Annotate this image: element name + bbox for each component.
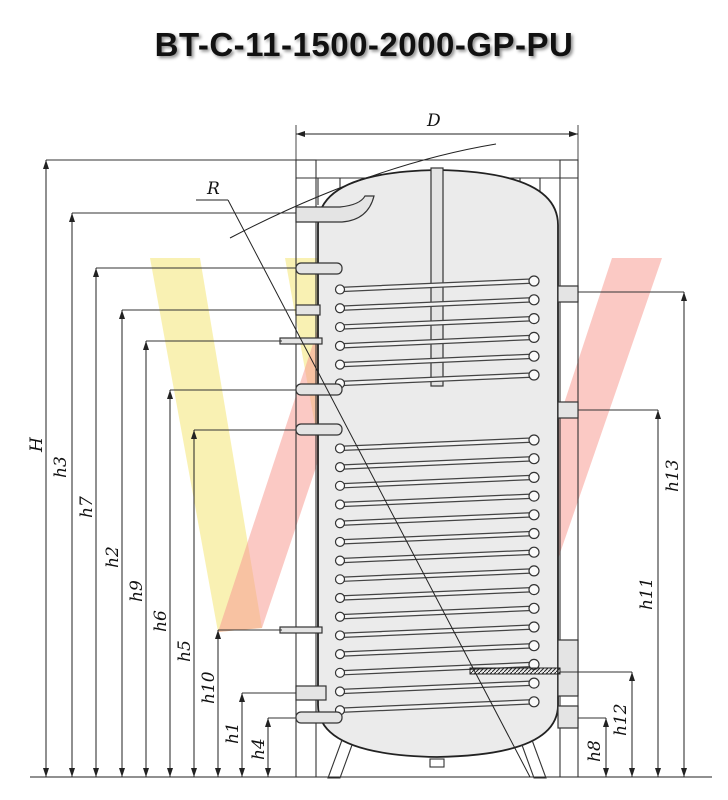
insulation-frame [295,159,579,778]
upper-coil-end [528,313,540,325]
label-h11: h11 [637,577,657,610]
lower-heating-coil [334,434,540,716]
arrow-head [265,718,271,727]
arrow-head [215,630,221,639]
right-height-dimensions [560,291,687,777]
arrow-head [43,768,49,777]
lower-coil-end [334,499,346,510]
label-h2: h2 [103,546,123,568]
lower-coil-end [334,611,346,622]
lower-coil-end [334,630,346,641]
upper-coil-end [528,350,540,362]
label-R: R [206,179,220,199]
left-height-dimensions [43,159,296,777]
lower-coil-end [334,518,346,529]
lower-coil-end [334,480,346,491]
arrow-head [119,768,125,777]
upper-coil-end [334,359,346,370]
upper-coil-end [334,284,346,295]
top-outlet-pipe [295,195,375,223]
lower-coil-end [334,574,346,585]
arrow-head [681,292,687,301]
lower-coil-end [528,434,540,446]
left-connections [279,262,343,724]
arrow-head [603,718,609,727]
arrow-head [43,160,49,169]
arrow-head [167,390,173,399]
lower-coil-end [528,583,540,596]
electric-heater [469,667,561,675]
lower-coil-end [528,696,540,708]
lower-coil-end [334,667,346,678]
label-h3: h3 [51,456,71,478]
right-connections [469,285,579,729]
arrow-head [239,693,245,702]
arrow-head [191,430,197,439]
anode-rod [430,167,444,387]
lower-coil-end [528,677,540,689]
arrow-head [629,768,635,777]
arrow-head [69,768,75,777]
lower-coil-end [334,649,346,660]
lower-coil-end [334,555,346,566]
label-H: H [27,436,47,453]
lower-coil-end [528,527,540,540]
lower-coil-end [528,602,540,614]
arrow-head [215,768,221,777]
label-h8: h8 [585,740,605,762]
tank-legs [327,739,547,779]
lower-coil-end [528,640,540,652]
label-D: D [426,111,441,131]
label-h10: h10 [199,671,219,704]
lower-coil-end [528,471,540,483]
arrow-head [143,768,149,777]
lower-coil-end [334,443,346,454]
lower-coil-end [528,509,540,521]
lower-coil-end [528,621,540,633]
upper-coil-end [528,294,540,306]
arrow-head [119,310,125,319]
lower-coil-end [528,565,540,577]
upper-coil-end [334,321,346,333]
dimension-R [196,143,531,778]
lower-coil-end [334,686,346,697]
label-h12: h12 [611,703,631,736]
dimension-D [295,125,579,160]
label-h6: h6 [151,610,171,632]
arrow-head [143,341,149,350]
arrow-head [681,768,687,777]
arrow-head [93,768,99,777]
upper-coil-end [334,303,346,314]
label-h4: h4 [249,738,269,760]
upper-coil-end [334,340,346,351]
upper-coil-end [528,331,540,343]
arrow-head [191,768,197,777]
arrow-head [265,768,271,777]
arrow-head [69,213,75,222]
label-h7: h7 [77,496,97,518]
lower-coil-end [528,453,540,465]
label-h5: h5 [175,640,195,662]
lower-coil-end [334,462,346,473]
upper-coil-end [528,369,540,381]
lower-coil-end [528,546,540,558]
arrow-head [167,768,173,777]
arrow-head [93,268,99,277]
label-h9: h9 [127,580,147,602]
arrow-head [603,768,609,777]
arrow-head [655,768,661,777]
lower-coil-end [334,536,346,548]
arrow-head [655,410,661,419]
arrow-head [629,672,635,681]
lower-coil-end [334,592,346,604]
lower-coil-end [528,490,540,502]
arrow-head [239,768,245,777]
label-h13: h13 [663,459,683,492]
page-title: BT-C-11-1500-2000-GP-PU [154,26,574,63]
upper-coil-end [528,275,540,287]
label-h1: h1 [223,722,243,744]
